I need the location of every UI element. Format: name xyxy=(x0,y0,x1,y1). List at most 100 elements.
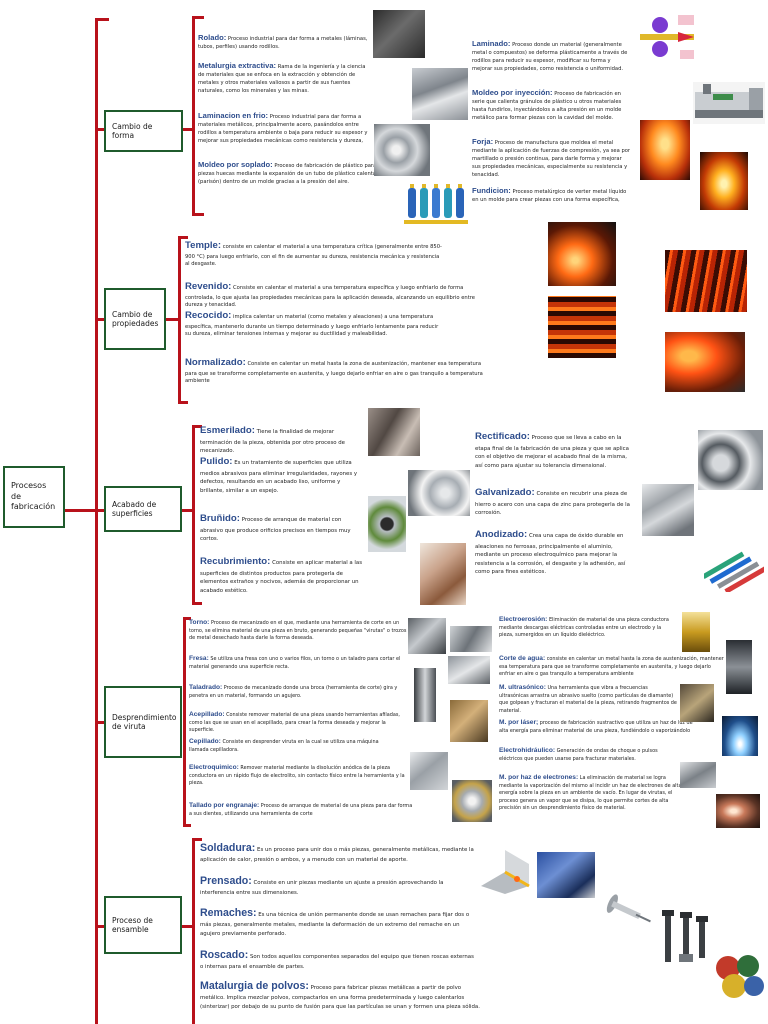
normalizado-photo xyxy=(665,332,745,392)
section-box-proceso-de-ensamble: Proceso de ensamble xyxy=(104,896,182,954)
item-rolado: Rolado: Proceso industrial para dar form… xyxy=(198,33,368,50)
recocido-photo xyxy=(548,296,616,358)
item-corte-de-agua: Corte de agua: consiste en calentar un m… xyxy=(499,655,724,678)
cold-rolled-coil-photo xyxy=(374,124,430,176)
bracket-acabado-vertical xyxy=(192,425,195,605)
item-anodizado: Anodizado: Crea una capa de óxido durabl… xyxy=(475,529,626,575)
section-box-cambio-de-propiedades: Cambio de propiedades xyxy=(104,288,166,350)
drilling-photo xyxy=(414,668,436,722)
anodized-photo xyxy=(704,548,764,592)
polishing-photo xyxy=(408,470,470,516)
item-fundicion: Fundicion: Proceso metalúrgico de verter… xyxy=(472,186,627,203)
item-normalizado: Normalizado: Consiste en calentar un met… xyxy=(185,357,483,385)
item-pulido: Pulido: Es un tratamiento de superficies… xyxy=(200,456,358,494)
section-label: Acabado de superficies xyxy=(112,499,157,518)
section-box-acabado-de-superficies: Acabado de superficies xyxy=(104,486,182,532)
item-m-por-haz-de-electrones: M. por haz de electrones: La eliminación… xyxy=(499,774,682,811)
rolling-photo xyxy=(373,10,425,58)
section-label: Cambio de forma xyxy=(112,121,153,140)
item-acepillado: Acepillado: Consiste remover material de… xyxy=(189,711,400,734)
section-box-desprendimiento-de-viruta: Desprendimiento de viruta xyxy=(104,686,182,758)
bracket-forma-vertical xyxy=(192,16,195,216)
item-electroerosion: Electroerosión: Eliminación de material … xyxy=(499,616,669,639)
bracket-forma-bottom xyxy=(192,213,204,216)
bracket-viruta-vertical xyxy=(183,617,186,827)
branch-connector-propiedades xyxy=(96,318,104,321)
lathe-photo xyxy=(408,618,446,654)
item-roscado: Roscado: Son todos aquellos componentes … xyxy=(200,949,474,971)
injection-machine-photo xyxy=(693,82,765,124)
electrohydraulic-photo xyxy=(680,762,716,788)
item-remaches: Remaches: Es una técnica de unión perman… xyxy=(200,907,470,937)
laser-photo xyxy=(722,716,758,756)
item-electrohidraulico: Electrohidráulico: Generación de ondas d… xyxy=(499,747,658,762)
branch-connector-forma xyxy=(96,128,104,131)
rivet-image xyxy=(597,890,655,930)
item-torno: Torno: Proceso de mecanizado en el que, … xyxy=(189,619,407,642)
item-fresa: Fresa: Se utiliza una fresa con uno o va… xyxy=(189,655,401,670)
item-moldeo-por-soplado: Moldeo por soplado: Proceso de fabricaci… xyxy=(198,160,392,185)
blow-molding-photo xyxy=(404,182,468,226)
section-box-cambio-de-forma: Cambio de forma xyxy=(104,110,183,152)
galvanized-photo xyxy=(642,484,694,536)
powder-metallurgy-photo xyxy=(712,950,766,1002)
item-esmerilado: Esmerilado: Tiene la finalidad de mejora… xyxy=(200,425,346,455)
revenido-photo xyxy=(665,250,747,312)
item-tallado-por-engranaje: Tallado por engranaje: Proceso de arranq… xyxy=(189,802,413,817)
ultrasonic-photo xyxy=(680,684,714,722)
item-recubrimiento: Recubrimiento: Consiste en aplicar mater… xyxy=(200,556,363,594)
item-taladrado: Taladrado: Proceso de mecanizado donde u… xyxy=(189,684,398,699)
item-forja: Forja: Proceso de manufactura que moldea… xyxy=(472,137,631,178)
bracket-propiedades-top xyxy=(178,236,188,239)
branch-connector-viruta xyxy=(96,721,104,724)
metal-sheets-photo xyxy=(412,68,468,120)
item-cepillado: Cepillado: Consiste en desprender viruta… xyxy=(189,738,379,753)
edm-photo xyxy=(682,612,710,652)
bolts-image xyxy=(658,908,710,968)
item-rectificado: Rectificado: Proceso que se lleva a cabo… xyxy=(475,431,629,469)
planing-photo xyxy=(448,656,490,684)
honing-photo xyxy=(368,496,406,552)
milling-photo xyxy=(450,626,492,652)
electron-beam-photo xyxy=(716,794,760,828)
section-label: Cambio de propiedades xyxy=(112,309,159,328)
root-connector xyxy=(64,509,96,512)
bracket-forma-top xyxy=(192,16,204,19)
bracket-acabado-top xyxy=(192,425,202,428)
rolling-diagram xyxy=(640,12,698,62)
waterjet-photo xyxy=(726,640,752,694)
welding-photo xyxy=(477,846,533,896)
grinding-photo xyxy=(368,408,420,456)
bracket-ensamble-top xyxy=(192,838,202,841)
item-metalurgia-extractiva: Metalurgia extractiva: Rama de la ingeni… xyxy=(198,61,366,94)
bracket-viruta-bottom xyxy=(183,824,191,827)
bracket-acabado-connector xyxy=(182,509,193,512)
item-m-por-laser: M. por láser; proceso de fabricación sus… xyxy=(499,719,693,734)
bracket-forma-connector xyxy=(183,128,193,131)
bracket-viruta-top xyxy=(183,617,191,620)
forging-photo xyxy=(640,120,690,180)
casting-photo xyxy=(700,152,748,210)
rectificado-photo xyxy=(698,430,763,490)
main-bracket-top xyxy=(95,18,109,21)
press-fit-photo xyxy=(537,852,595,898)
bracket-ensamble-vertical xyxy=(192,838,195,1024)
item-prensado: Prensado: Consiste en unir piezas median… xyxy=(200,875,444,897)
item-laminado: Laminado: Proceso donde un material (gen… xyxy=(472,39,628,72)
shaper-photo xyxy=(450,700,488,742)
coating-photo xyxy=(420,543,466,605)
section-label: Proceso de ensamble xyxy=(112,915,153,934)
item-electroquimico: Electroquimico: Remover material mediant… xyxy=(189,764,405,787)
bracket-ensamble-connector xyxy=(182,925,193,928)
branch-connector-ensamble xyxy=(96,925,104,928)
branch-connector-acabado xyxy=(96,509,104,512)
item-galvanizado: Galvanizado: Consiste en recubrir una pi… xyxy=(475,487,630,517)
bracket-propiedades-bottom xyxy=(178,401,188,404)
item-soldadura: Soldadura: Es un proceso para unir dos o… xyxy=(200,842,474,864)
root-label: Procesos de fabricación xyxy=(11,481,56,512)
item-temple: Temple: consiste en calentar el material… xyxy=(185,240,442,268)
gear-cutting-photo xyxy=(452,780,492,822)
item-laminacion-en-frio: Laminacion en frio: Proceso industrial p… xyxy=(198,111,368,144)
item-revenido: Revenido: Consiste en calentar el materi… xyxy=(185,281,475,309)
item-matalurgia-de-polvos: Matalurgia de polvos: Proceso para fabri… xyxy=(200,980,480,1010)
